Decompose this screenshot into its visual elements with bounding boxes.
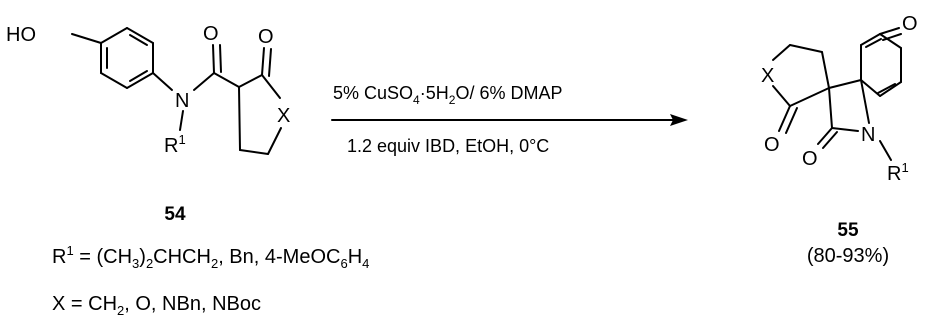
product-yield: (80-93%) <box>807 245 889 267</box>
ring-heteroatom-x-label: X <box>761 65 774 87</box>
x-definition: X = CH2, O, NBn, NBoc <box>52 293 261 318</box>
r1-group-label: R1 <box>164 132 186 157</box>
conditions-catalyst-line: 5% CuSO4·5H2O/ 6% DMAP <box>333 83 562 107</box>
lactone-oxygen-label: O <box>764 134 780 156</box>
r1-group-label: R1 <box>887 160 909 185</box>
lactam-oxygen-label: O <box>802 148 818 170</box>
amide-nitrogen-label: N <box>175 90 189 112</box>
r1-definition: R1 = (CH3)2CHCH2, Bn, 4-MeOC6H4 <box>52 243 369 271</box>
reaction-arrow <box>331 114 688 126</box>
lactam-nitrogen-label: N <box>861 124 875 146</box>
hydroxyl-label: HO <box>6 24 36 46</box>
amide-oxygen-label: O <box>203 23 219 45</box>
ring-heteroatom-x-label: X <box>277 105 290 127</box>
conditions-oxidant-line: 1.2 equiv IBD, EtOH, 0°C <box>347 136 549 156</box>
dienone-oxygen-label: O <box>902 13 918 35</box>
compound-number-55: 55 <box>837 220 859 241</box>
compound-number-54: 54 <box>164 204 186 225</box>
reactant-54-structure <box>71 27 282 155</box>
phenol-ring <box>100 27 154 89</box>
lactone-oxygen-label: O <box>258 26 274 48</box>
product-55-structure <box>772 27 902 161</box>
